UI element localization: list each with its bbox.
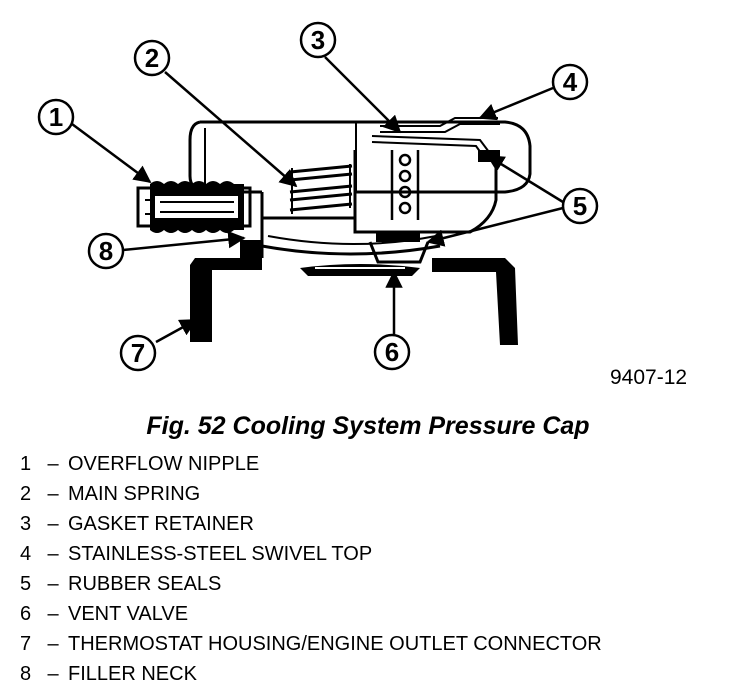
callout-4: 4 xyxy=(551,63,589,101)
callout-2-label: 2 xyxy=(145,43,159,73)
legend-dash: – xyxy=(47,513,59,535)
callout-1-label: 1 xyxy=(49,102,63,132)
callout-7-label: 7 xyxy=(131,338,145,368)
callout-6-label: 6 xyxy=(385,337,399,367)
legend-number: 1 xyxy=(20,453,32,475)
legend-label: RUBBER SEALS xyxy=(68,573,222,595)
callout-4-label: 4 xyxy=(563,67,578,97)
legend-label: GASKET RETAINER xyxy=(68,513,254,535)
callout-5: 5 xyxy=(561,187,599,225)
gasket-retainer xyxy=(371,135,493,161)
leader-lines xyxy=(71,56,564,344)
legend-label: THERMOSTAT HOUSING/ENGINE OUTLET CONNECT… xyxy=(68,633,602,655)
callout-2: 2 xyxy=(133,39,171,77)
legend-dash: – xyxy=(47,663,59,685)
legend-label: VENT VALVE xyxy=(68,603,189,625)
overflow-nipple xyxy=(136,181,252,233)
legend-item: 4–STAINLESS-STEEL SWIVEL TOP xyxy=(20,539,602,569)
legend-label: OVERFLOW NIPPLE xyxy=(68,453,260,475)
legend-list: 1–OVERFLOW NIPPLE 2–MAIN SPRING 3–GASKET… xyxy=(20,449,602,689)
legend-item: 6–VENT VALVE xyxy=(20,599,602,629)
legend-number: 3 xyxy=(20,513,32,535)
legend-item: 2–MAIN SPRING xyxy=(20,479,602,509)
legend-label: STAINLESS-STEEL SWIVEL TOP xyxy=(68,543,373,565)
spring-coils xyxy=(390,150,420,220)
legend-dash: – xyxy=(47,483,59,505)
leader-1 xyxy=(71,122,152,184)
legend-number: 6 xyxy=(20,603,32,625)
callout-3: 3 xyxy=(299,21,337,59)
callout-3-label: 3 xyxy=(311,25,325,55)
legend-item: 7–THERMOSTAT HOUSING/ENGINE OUTLET CONNE… xyxy=(20,629,602,659)
callout-6: 6 xyxy=(373,333,411,371)
legend-item: 3–GASKET RETAINER xyxy=(20,509,602,539)
legend-item: 1–OVERFLOW NIPPLE xyxy=(20,449,602,479)
pressure-cap-diagram: 1 2 3 4 5 6 7 8 xyxy=(37,21,599,372)
diagram-svg: 1 2 3 4 5 6 7 8 xyxy=(37,21,599,372)
legend-item: 8–FILLER NECK xyxy=(20,659,602,689)
legend-label: MAIN SPRING xyxy=(68,483,201,505)
legend-item: 5–RUBBER SEALS xyxy=(20,569,602,599)
leader-7 xyxy=(155,318,198,344)
legend-dash: – xyxy=(47,573,59,595)
callout-8: 8 xyxy=(87,232,125,270)
legend-label: FILLER NECK xyxy=(68,663,197,685)
legend-number: 4 xyxy=(20,543,32,565)
legend-dash: – xyxy=(47,453,59,475)
swivel-top xyxy=(188,117,532,194)
legend-dash: – xyxy=(47,543,59,565)
legend-number: 7 xyxy=(20,633,32,655)
leader-3 xyxy=(324,56,402,134)
legend-number: 2 xyxy=(20,483,32,505)
figure-reference-code: 9407-12 xyxy=(610,366,688,389)
filler-neck xyxy=(190,240,518,345)
leader-8 xyxy=(122,230,246,252)
leader-4 xyxy=(478,86,554,121)
callout-7: 7 xyxy=(119,334,157,372)
callout-8-label: 8 xyxy=(99,236,113,266)
figure-caption: Fig. 52 Cooling System Pressure Cap xyxy=(146,412,590,440)
leader-5b xyxy=(426,206,564,247)
leader-2 xyxy=(164,71,298,188)
legend-dash: – xyxy=(47,633,59,655)
callout-1: 1 xyxy=(37,98,75,136)
callout-5-label: 5 xyxy=(573,191,587,221)
legend-number: 8 xyxy=(20,663,32,685)
vent-valve xyxy=(300,241,430,276)
leader-5a xyxy=(486,154,564,204)
main-spring xyxy=(289,164,353,214)
legend-number: 5 xyxy=(20,573,32,595)
legend-dash: – xyxy=(47,603,59,625)
